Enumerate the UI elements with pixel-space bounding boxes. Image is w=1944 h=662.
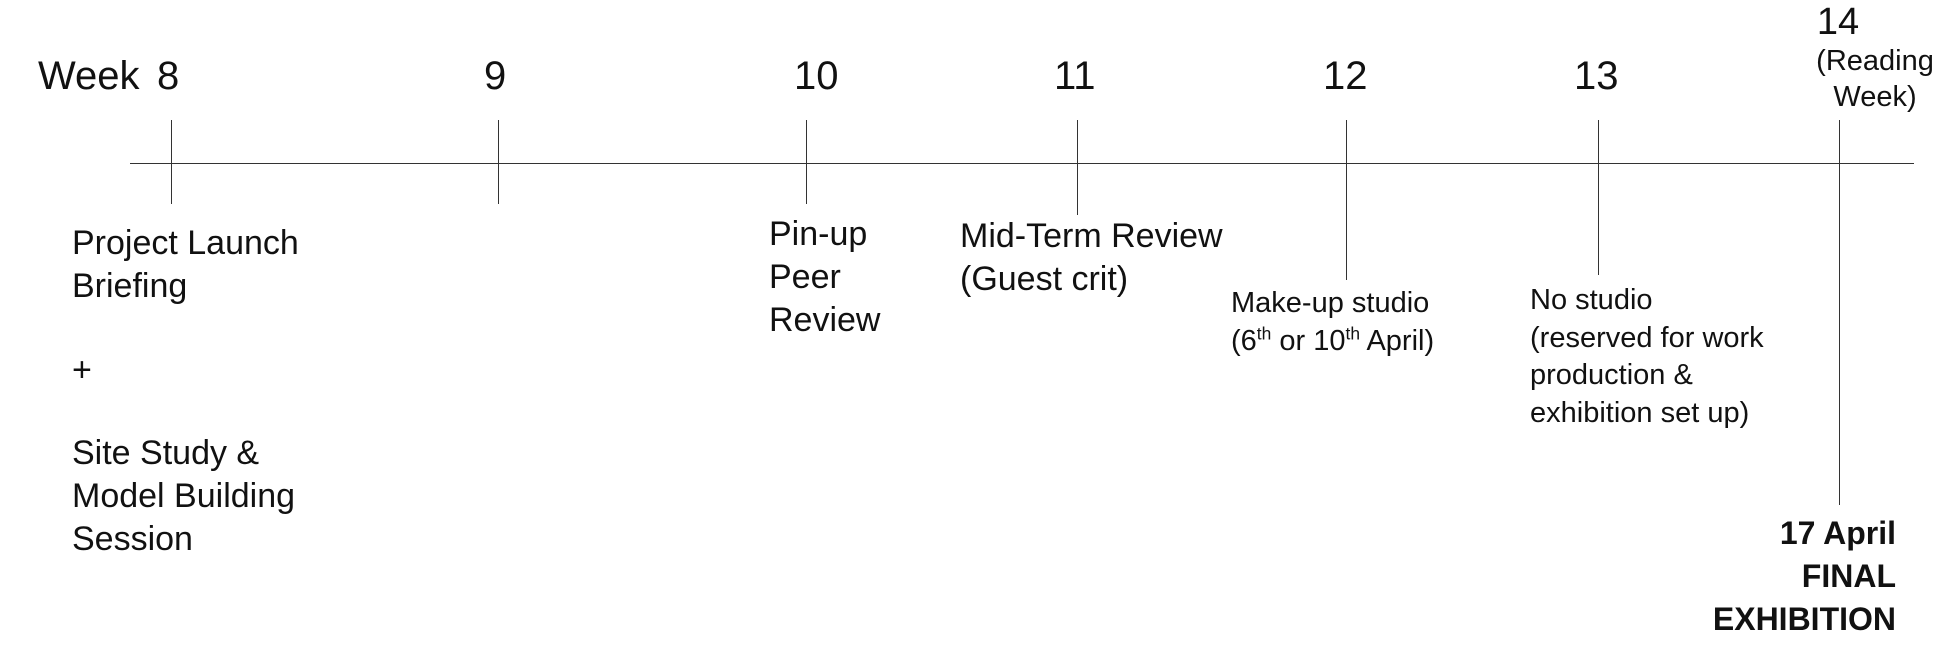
week-9-label: 9 [484, 54, 507, 98]
week-14-note: (Reading Week) [1810, 43, 1940, 116]
timeline-axis [130, 163, 1914, 164]
superscript: th [1345, 323, 1360, 344]
week-13-label: 13 [1574, 54, 1619, 98]
event-line: Pin-up [769, 215, 868, 253]
event-line: (Guest crit) [960, 259, 1129, 298]
event-line: Site Study & [72, 434, 260, 473]
event-line: (reserved for work [1530, 321, 1764, 354]
event-line: + [72, 350, 92, 389]
event-line: exhibition set up) [1530, 397, 1750, 430]
week-11-label: 11 [1054, 54, 1096, 98]
event-line: EXHIBITION [1712, 600, 1896, 637]
week-10-tick [806, 120, 807, 204]
event-line: Peer [769, 257, 841, 296]
week-14-note-line: (Reading [1816, 45, 1934, 77]
event-line: No studio [1530, 284, 1653, 316]
week-prefix-label: Week [38, 54, 140, 98]
event-text: or 10 [1271, 324, 1346, 357]
week-8-tick [171, 120, 172, 204]
event-line: Review [769, 300, 881, 339]
week-11-tick [1077, 120, 1078, 215]
event-text: (6 [1231, 324, 1257, 357]
event-make-up-studio: Make-up studio (6th or 10th April) [1231, 285, 1434, 360]
event-line: FINAL [1801, 557, 1896, 594]
event-line: Mid-Term Review [960, 217, 1223, 255]
week-12-tick [1346, 120, 1347, 280]
event-line: Session [72, 520, 193, 559]
event-line: 17 April [1779, 515, 1896, 551]
week-14-label: 14 [1816, 1, 1860, 43]
event-line-dates: (6th or 10th April) [1231, 323, 1434, 361]
event-line: Project Launch [72, 224, 299, 262]
event-text: April) [1360, 324, 1435, 357]
event-final-exhibition: 17 April FINAL EXHIBITION [1713, 512, 1896, 641]
event-pin-up-review: Pin-up Peer Review [769, 213, 880, 341]
week-13-tick [1598, 120, 1599, 275]
event-mid-term-review: Mid-Term Review (Guest crit) [960, 215, 1223, 301]
week-14-note-line: Week) [1833, 81, 1917, 114]
event-line: Briefing [72, 266, 188, 305]
event-line: Model Building [72, 477, 296, 516]
event-line: production & [1530, 359, 1693, 392]
week-12-label: 12 [1323, 54, 1368, 98]
event-project-launch: Project Launch Briefing + Site Study & M… [72, 222, 299, 561]
week-8-label: 8 [157, 54, 180, 98]
event-no-studio: No studio (reserved for work production … [1530, 282, 1764, 433]
event-line: Make-up studio [1231, 287, 1430, 319]
superscript: th [1256, 323, 1272, 344]
week-14-tick [1839, 120, 1840, 505]
week-10-label: 10 [794, 54, 839, 98]
week-9-tick [498, 120, 499, 204]
